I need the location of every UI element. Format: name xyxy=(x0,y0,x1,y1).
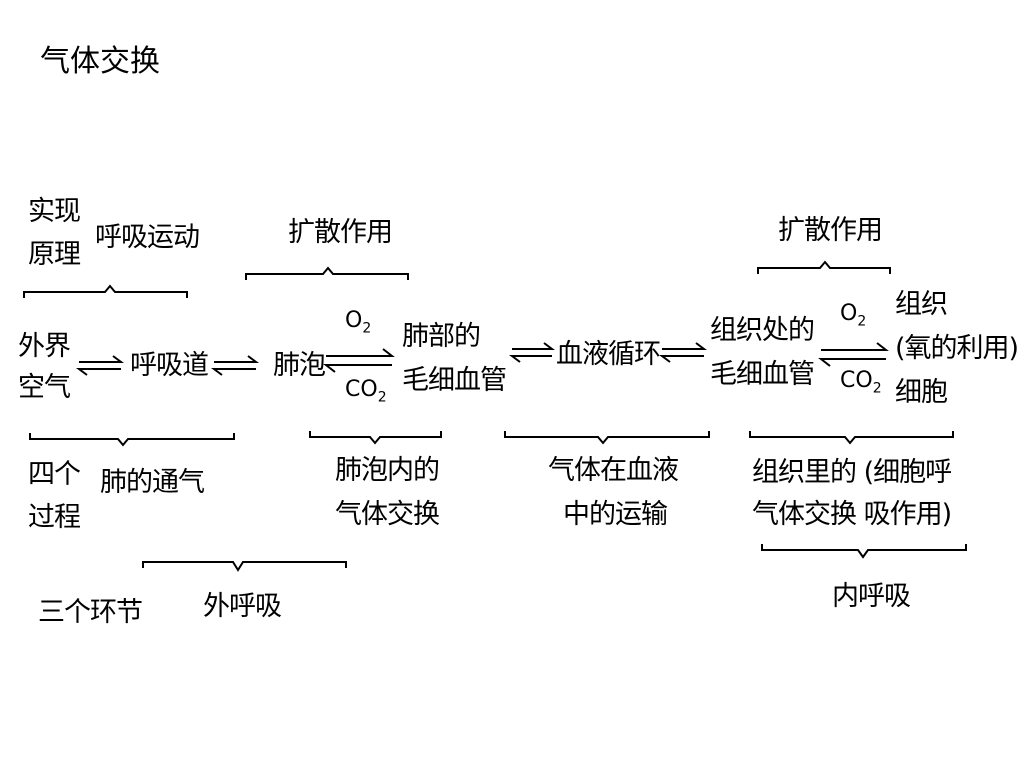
brace-alveolar-exchange xyxy=(309,431,442,445)
co2-label-2: CO2 xyxy=(840,368,882,397)
processes-label-line1: 四个 xyxy=(28,459,81,490)
equilibrium-arrow-alveoli-capillary xyxy=(323,348,395,373)
equilibrium-arrow-capillary-cell xyxy=(818,342,889,367)
brace-diffusion-1 xyxy=(245,266,409,280)
tissue-exchange-line2: 气体交换 吸作用) xyxy=(752,499,952,530)
equilibrium-arrow-capillary-circulation xyxy=(509,342,555,363)
diffusion-label-2: 扩散作用 xyxy=(778,215,883,246)
lung-capillary-line1: 肺部的 xyxy=(402,321,481,352)
brace-diffusion-2 xyxy=(757,260,891,274)
tissue-capillary-line2: 毛细血管 xyxy=(710,359,815,390)
tissue-cell-line2: (氧的利用) xyxy=(895,333,1019,364)
tissue-exchange-line1: 组织里的 (细胞呼 xyxy=(752,457,952,488)
transport-line2: 中的运输 xyxy=(563,499,668,530)
principle-label-line1: 实现 xyxy=(28,196,81,227)
brace-tissue-exchange xyxy=(749,431,954,445)
breathing-movement-label: 呼吸运动 xyxy=(95,222,200,253)
transport-line1: 气体在血液 xyxy=(548,455,679,486)
outside-air-line2: 空气 xyxy=(18,372,71,403)
blood-circulation-node: 血液循环 xyxy=(556,339,661,370)
equilibrium-arrow-airway-alveoli xyxy=(211,355,259,376)
tissue-cell-line3: 细胞 xyxy=(895,377,948,408)
lung-capillary-line2: 毛细血管 xyxy=(402,365,507,396)
page-title: 气体交换 xyxy=(40,44,160,79)
external-respiration-label: 外呼吸 xyxy=(203,591,282,622)
ventilation-label: 肺的通气 xyxy=(100,467,205,498)
processes-label-line2: 过程 xyxy=(28,502,81,533)
links-label: 三个环节 xyxy=(38,597,143,628)
tissue-cell-line1: 组织 xyxy=(895,289,948,320)
brace-transport xyxy=(504,431,710,445)
airway-node: 呼吸道 xyxy=(130,350,209,381)
tissue-capillary-line1: 组织处的 xyxy=(710,315,815,346)
o2-label-1: O2 xyxy=(345,308,372,337)
internal-respiration-label: 内呼吸 xyxy=(832,581,911,612)
equilibrium-arrow-circulation-tissue xyxy=(659,342,707,363)
equilibrium-arrow-outside-airway xyxy=(76,355,124,376)
diffusion-label-1: 扩散作用 xyxy=(288,217,393,248)
alveolar-exchange-line1: 肺泡内的 xyxy=(335,455,440,486)
co2-label-1: CO2 xyxy=(345,377,387,406)
alveolar-exchange-line2: 气体交换 xyxy=(335,499,440,530)
brace-ventilation xyxy=(29,433,235,447)
principle-label-line2: 原理 xyxy=(28,239,81,270)
brace-internal-respiration xyxy=(761,544,967,559)
o2-label-2: O2 xyxy=(840,301,867,330)
brace-breathing-movement xyxy=(23,284,188,298)
brace-external-respiration xyxy=(142,561,347,572)
outside-air-line1: 外界 xyxy=(18,331,71,362)
alveoli-node: 肺泡 xyxy=(273,350,326,381)
